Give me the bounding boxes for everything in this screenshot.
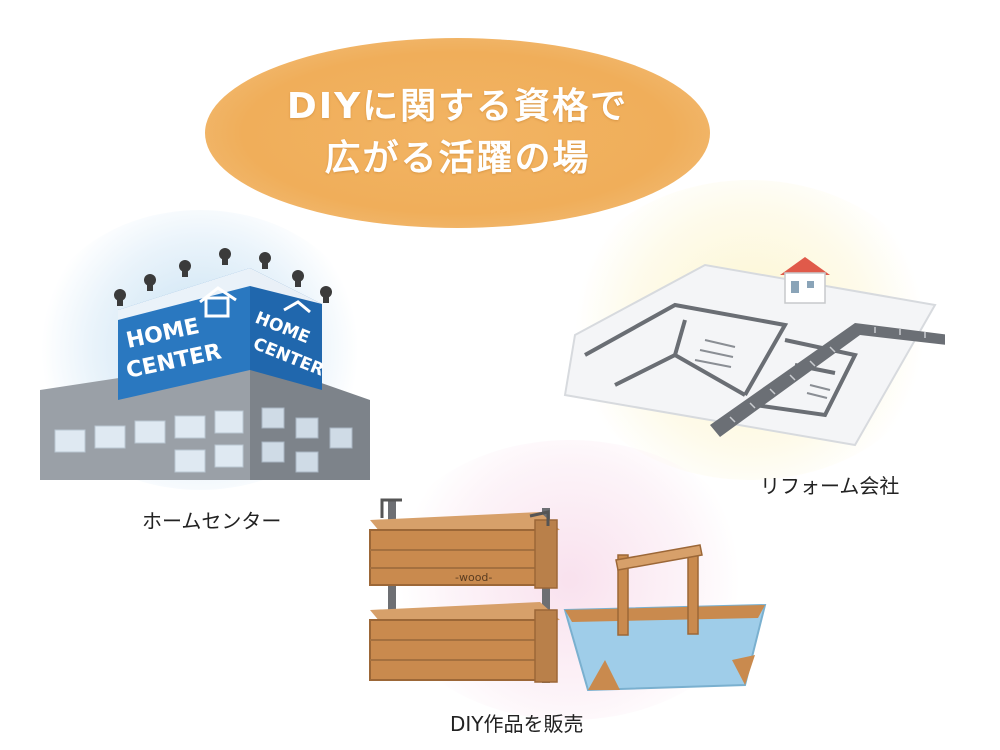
home-center-illustration: HOME CENTER HOME CENTER [40, 248, 370, 480]
caption-home-center: ホームセンター [142, 509, 282, 533]
caption-diy-sales: DIY作品を販売 [450, 712, 584, 736]
title-oval: DIYに関する資格で 広がる活躍の場 [205, 38, 710, 228]
crate-label: -wood- [455, 571, 492, 584]
diy-sales-illustration: -wood- [369, 498, 767, 692]
title-line-2: 広がる活躍の場 [324, 138, 591, 179]
house-icon [780, 257, 830, 304]
caption-reform: リフォーム会社 [760, 474, 900, 498]
reform-illustration [563, 257, 945, 447]
title-line-1: DIYに関する資格で [286, 86, 629, 127]
